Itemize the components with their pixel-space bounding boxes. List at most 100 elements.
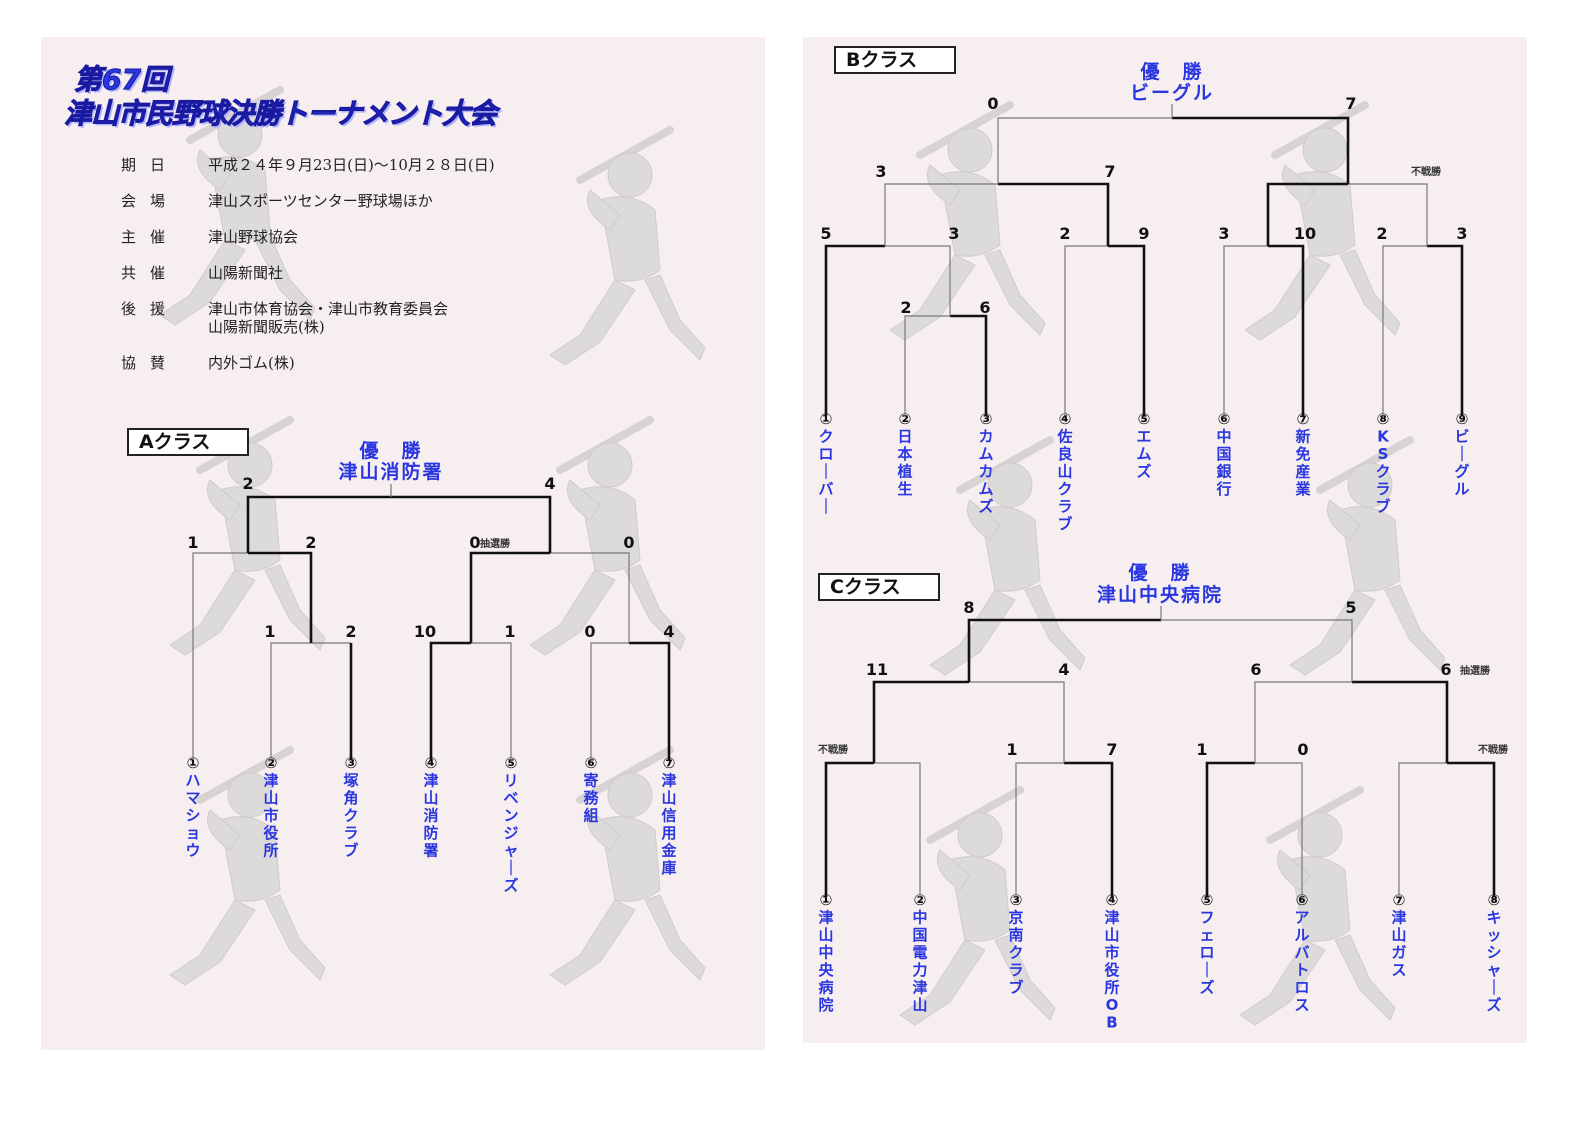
class-b-score: 3 [948, 224, 959, 243]
team-char: 国 [1216, 445, 1231, 463]
team-char: 津 [1104, 909, 1119, 927]
title-line1: 第67回 [74, 63, 170, 97]
team-char: ス [1391, 961, 1406, 979]
b-m67-right [1268, 244, 1305, 416]
team-char: ブ [1057, 515, 1072, 533]
c-sf2-right [1352, 680, 1449, 763]
c-m4-left [1398, 762, 1447, 897]
class-a-winner-team: 津山消防署 [338, 461, 444, 483]
team-char: O [1106, 996, 1119, 1014]
team-char: ン [503, 807, 518, 825]
team-char: 山 [1391, 926, 1406, 944]
team-char: ブ [343, 842, 358, 860]
class-b-team: ⑨ビ｜グル [1454, 410, 1469, 498]
team-char: ズ [978, 498, 993, 516]
team-char: ⑦ [1393, 891, 1406, 909]
team-char: 消 [423, 807, 438, 825]
team-char: ハ [185, 772, 200, 790]
class-a-score: 0 [623, 533, 634, 552]
team-char: ⑧ [1488, 891, 1501, 909]
team-char: バ [1294, 944, 1309, 962]
batter-silhouette-icon [159, 86, 316, 326]
team-char: ム [1136, 445, 1151, 463]
team-char: ベ [503, 789, 518, 807]
team-char: 防 [423, 824, 438, 842]
team-char: 院 [818, 996, 833, 1014]
team-char: ⑧ [1377, 410, 1390, 428]
team-char: 佐 [1056, 428, 1072, 446]
team-char: 山 [1104, 926, 1119, 944]
class-b-score: 0 [987, 94, 998, 113]
team-char: ④ [1106, 891, 1119, 909]
team-char: 生 [897, 480, 912, 498]
info-value-support-2: 山陽新聞販売(株) [208, 318, 325, 336]
a-m2-right [471, 642, 512, 760]
class-c-score: 1 [1006, 740, 1017, 759]
c-sf-left [872, 680, 969, 763]
team-char: ル [1454, 480, 1469, 498]
team-char: ① [820, 891, 833, 909]
c-m1-right [874, 762, 921, 897]
b-m45-right [1108, 244, 1146, 416]
team-char: カ [978, 463, 993, 481]
c-m2-left [1015, 762, 1064, 897]
class-b-score: 9 [1138, 224, 1149, 243]
class-c-winner-label: 優 勝 [1128, 562, 1192, 584]
team-char: 山 [423, 789, 438, 807]
class-c-score: 6 [1250, 660, 1261, 679]
right-panel [803, 37, 1527, 1043]
info-value-cohost: 山陽新聞社 [208, 264, 284, 282]
class-c-label: Cクラス [818, 573, 940, 601]
team-char: ラ [1057, 498, 1072, 516]
batter-silhouette-icon [1244, 101, 1401, 341]
team-char: ｜ [818, 498, 833, 516]
team-char: ① [820, 410, 833, 428]
team-char: ③ [1010, 891, 1023, 909]
team-char: 角 [343, 789, 358, 807]
b-sf2-left [1266, 182, 1348, 246]
team-char: 産 [1295, 463, 1310, 481]
team-char: 津 [818, 909, 833, 927]
info-label-venue: 会場 [121, 192, 180, 210]
class-a-score: 1 [264, 622, 275, 641]
team-char: ク [1008, 944, 1023, 962]
b-sf-left [884, 183, 998, 246]
b-sf-right [998, 182, 1110, 246]
a-r2-right [248, 551, 313, 643]
team-char: ラ [343, 824, 358, 842]
team-char: ｜ [1486, 979, 1501, 997]
team-char: 庫 [661, 859, 676, 877]
class-a-winner-label: 優 勝 [359, 440, 423, 462]
team-char: ｜ [503, 859, 518, 877]
team-char: 金 [660, 842, 677, 860]
team-char: ロ [1294, 979, 1309, 997]
team-char: ⑤ [1138, 410, 1151, 428]
info-value-host: 津山野球協会 [208, 228, 299, 246]
b-m1-left [824, 244, 885, 416]
team-char: 役 [1104, 961, 1119, 979]
team-char: ⑤ [1201, 891, 1214, 909]
team-char: 信 [661, 807, 676, 825]
batter-silhouette-icon [549, 126, 706, 366]
team-char: 山 [661, 789, 676, 807]
team-char: ⑦ [663, 754, 676, 772]
class-b-score: 6 [979, 298, 990, 317]
class-b-label: Bクラス [834, 46, 956, 74]
team-char: ④ [1059, 410, 1072, 428]
team-char: 役 [263, 824, 278, 842]
info-label-date: 期日 [121, 156, 180, 174]
class-a-score: 2 [345, 622, 356, 641]
team-char: キ [1486, 909, 1501, 927]
class-b-score: 5 [820, 224, 831, 243]
team-char: ャ [503, 842, 518, 860]
team-char: ェ [1199, 926, 1214, 944]
a-final-right [391, 495, 552, 553]
